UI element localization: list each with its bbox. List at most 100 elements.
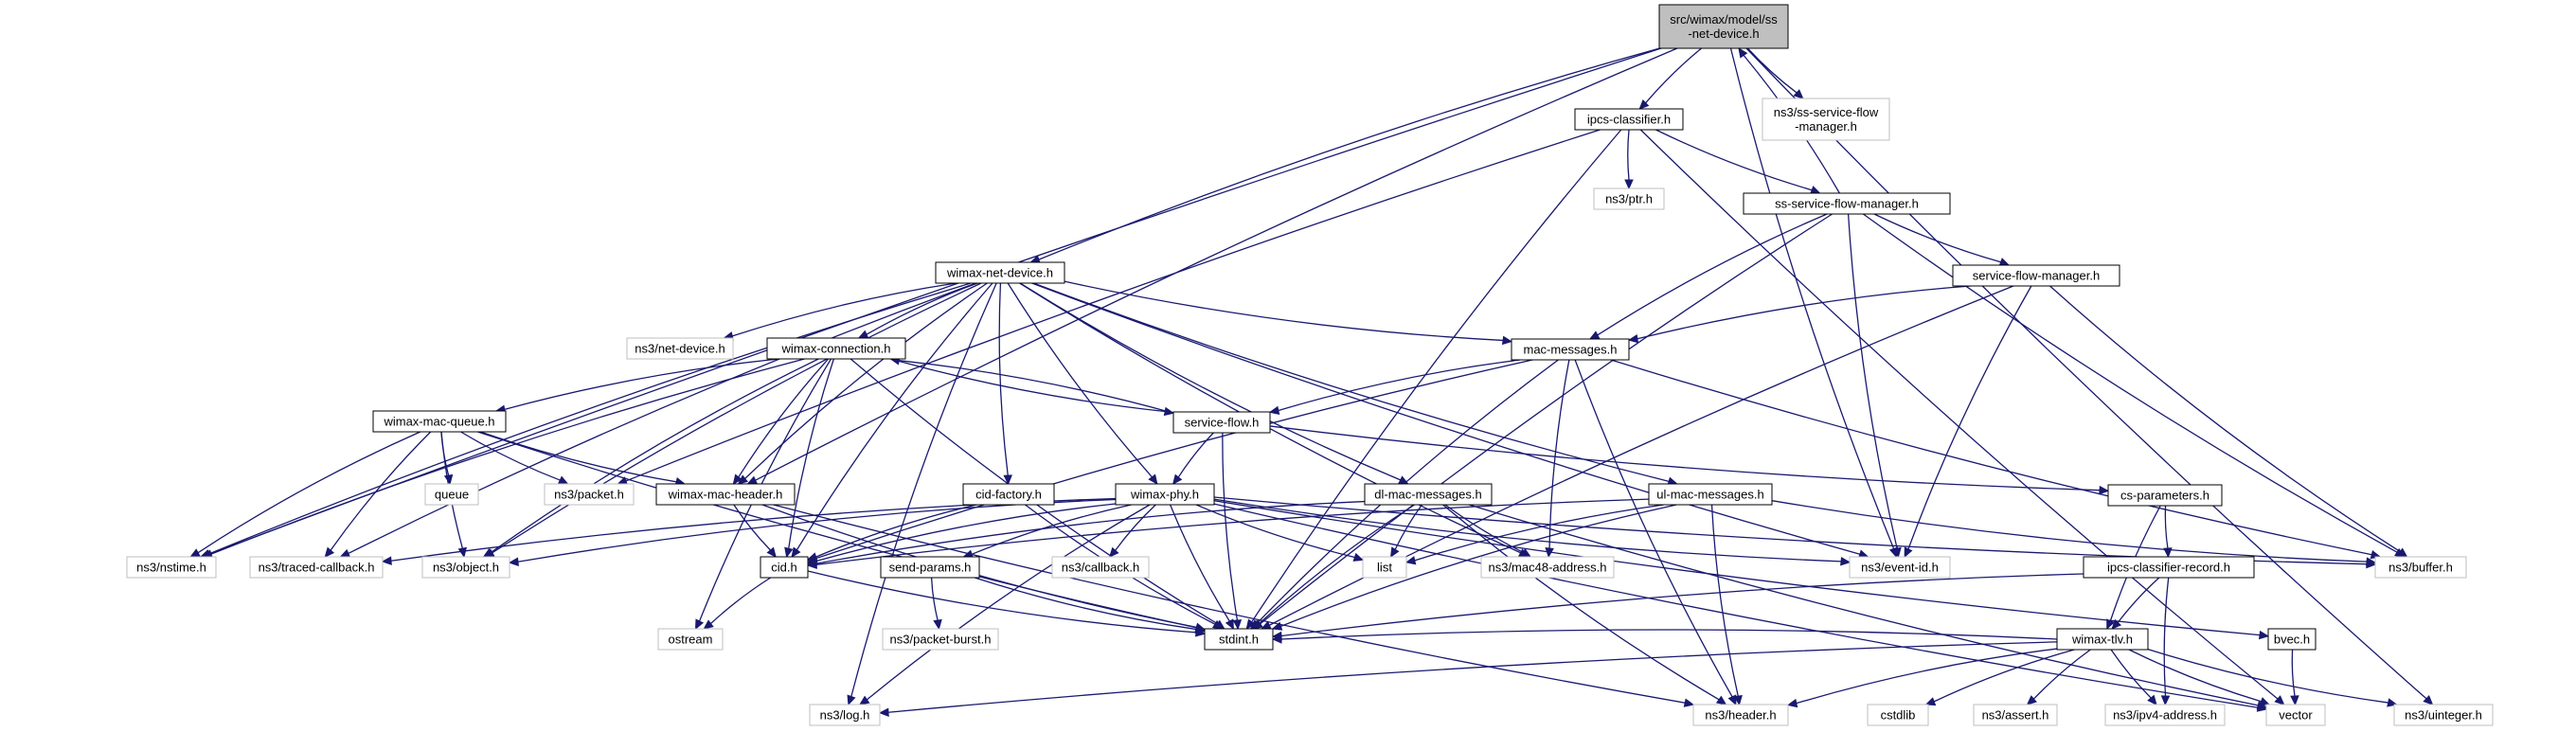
edge-ipcs-classifier-record-to-wimax-tlv [2111, 577, 2160, 630]
node-wimax-connection[interactable]: wimax-connection.h [766, 337, 906, 360]
node-cid[interactable]: cid.h [760, 556, 809, 579]
node-ul-mac-messages[interactable]: ul-mac-messages.h [1648, 483, 1773, 506]
edge-wimax-tlv-to-header [1786, 648, 2058, 708]
edge-wimax-phy-to-vector [1213, 503, 2268, 712]
node-label: ns3/callback.h [1062, 561, 1139, 575]
node-wimax-mac-queue[interactable]: wimax-mac-queue.h [372, 410, 507, 433]
node-box [1658, 4, 1789, 49]
edge-wimax-connection-to-wimax-mac-queue [494, 358, 780, 414]
node-label: ns3/packet.h [554, 488, 624, 502]
edge-ss-service-flow-manager-to-service-flow-manager [1873, 213, 2011, 267]
node-label: ipcs-classifier.h [1587, 113, 1671, 127]
edge-ul-mac-messages-to-buffer [1771, 500, 2377, 566]
node-ipcs-classifier-record[interactable]: ipcs-classifier-record.h [2083, 556, 2255, 579]
node-ipcs-classifier[interactable]: ipcs-classifier.h [1574, 108, 1684, 131]
edge-ipcs-classifier-to-ptr [1624, 129, 1634, 190]
edge-wimax-phy-to-cid [806, 503, 1117, 566]
node-service-flow-manager[interactable]: service-flow-manager.h [1952, 264, 2120, 287]
node-label: cs-parameters.h [2120, 489, 2209, 503]
node-header: ns3/header.h [1692, 704, 1789, 726]
node-box [809, 704, 881, 726]
node-box [1115, 483, 1215, 506]
node-assert: ns3/assert.h [1973, 704, 2058, 726]
node-box [1593, 187, 1665, 210]
node-stdint[interactable]: stdint.h [1204, 628, 1274, 651]
node-log: ns3/log.h [809, 704, 881, 726]
node-service-flow[interactable]: service-flow.h [1172, 411, 1271, 434]
edge-wimax-phy-to-list [1195, 504, 1365, 562]
node-wimax-phy[interactable]: wimax-phy.h [1115, 483, 1215, 506]
node-label: ns3/object.h [433, 561, 499, 575]
edge-wimax-connection-to-cid [784, 358, 834, 559]
edge-wimax-phy-to-bvec [1213, 500, 2270, 640]
edge-wimax-net-device-to-cid-factory [998, 282, 1012, 486]
node-mac-messages[interactable]: mac-messages.h [1511, 338, 1630, 361]
edge-ul-mac-messages-to-cid [806, 498, 1650, 570]
edge-wimax-phy-to-callback [1108, 504, 1156, 558]
node-cid-factory[interactable]: cid-factory.h [962, 483, 1055, 506]
node-box [1762, 98, 1890, 141]
node-label: ns3/assert.h [1982, 708, 2049, 723]
node-label: ns3/event-id.h [1861, 561, 1939, 575]
edge-service-flow-manager-to-event-id [1904, 285, 2032, 559]
node-send-params[interactable]: send-params.h [880, 556, 980, 579]
edge-bvec-to-vector [2290, 649, 2299, 706]
node-label: wimax-mac-header.h [668, 488, 783, 502]
edge-ipcs-classifier-record-to-ipv4-address [2160, 577, 2171, 706]
node-label: wimax-connection.h [781, 342, 891, 356]
edge-cid-to-stdint [807, 570, 1207, 637]
edge-wimax-net-device-to-log [847, 282, 997, 706]
node-label: src/wimax/model/ss [1670, 12, 1778, 27]
node-label: send-params.h [889, 561, 972, 575]
edge-wimax-mac-queue-to-packet [460, 431, 569, 485]
node-label: ss-service-flow-manager.h [1775, 197, 1919, 211]
edge-wimax-net-device-to-wimax-mac-header [737, 282, 988, 485]
node-nstime: ns3/nstime.h [126, 556, 217, 579]
node-box [249, 556, 384, 579]
edge-wimax-tlv-to-vector [2128, 649, 2271, 705]
node-label: mac-messages.h [1524, 343, 1618, 357]
edge-wimax-net-device-to-wimax-connection [857, 282, 978, 339]
node-label: cstdlib [1881, 708, 1916, 723]
node-bvec[interactable]: bvec.h [2267, 628, 2317, 651]
edge-wimax-tlv-to-assert [2026, 649, 2091, 705]
node-event-id: ns3/event-id.h [1849, 556, 1951, 579]
node-box [1973, 704, 2058, 726]
node-box [1574, 108, 1684, 131]
node-label: ns3/ss-service-flow [1774, 105, 1879, 119]
dependency-nodes: src/wimax/model/ss-net-device.hipcs-clas… [126, 4, 2494, 726]
node-box [880, 556, 980, 579]
node-wimax-tlv[interactable]: wimax-tlv.h [2056, 628, 2149, 651]
node-label: wimax-net-device.h [946, 266, 1053, 280]
node-box [1172, 411, 1271, 434]
edge-wimax-mac-queue-to-nstime [189, 431, 421, 558]
edge-mac-messages-to-cid [806, 359, 1533, 563]
node-dl-mac-messages[interactable]: dl-mac-messages.h [1364, 483, 1493, 506]
node-label: ns3/traced-callback.h [259, 561, 375, 575]
edge-ipcs-classifier-to-vector [1639, 129, 2285, 705]
edge-dl-mac-messages-to-vector [1469, 504, 2268, 710]
edge-root-to-nstime [200, 47, 1662, 559]
node-box [1692, 704, 1789, 726]
node-wimax-net-device[interactable]: wimax-net-device.h [935, 261, 1065, 284]
edge-dl-mac-messages-to-stdint [1251, 504, 1415, 630]
node-ss-service-flow-manager[interactable]: ss-service-flow-manager.h [1743, 192, 1951, 215]
node-ostream: ostream [657, 628, 724, 651]
node-box [424, 483, 479, 506]
node-box [1480, 556, 1615, 579]
edge-cid-to-ostream [703, 577, 772, 630]
node-label: ns3/mac48-address.h [1488, 561, 1606, 575]
node-label: stdint.h [1219, 633, 1259, 647]
edge-wimax-connection-to-object [482, 358, 819, 558]
node-label: ipcs-classifier-record.h [2107, 561, 2230, 575]
node-wimax-mac-header[interactable]: wimax-mac-header.h [655, 483, 796, 506]
node-uinteger: ns3/uinteger.h [2393, 704, 2494, 726]
node-cs-parameters[interactable]: cs-parameters.h [2107, 484, 2223, 507]
node-label: wimax-phy.h [1130, 488, 1199, 502]
node-label: ns3/ptr.h [1605, 192, 1653, 206]
edge-service-flow-to-wimax-phy [1172, 432, 1214, 485]
edge-root-to-ss-service-flow-manager-ext [1746, 47, 1804, 99]
node-box [1364, 483, 1493, 506]
edge-ul-mac-messages-to-header [1710, 504, 1743, 706]
